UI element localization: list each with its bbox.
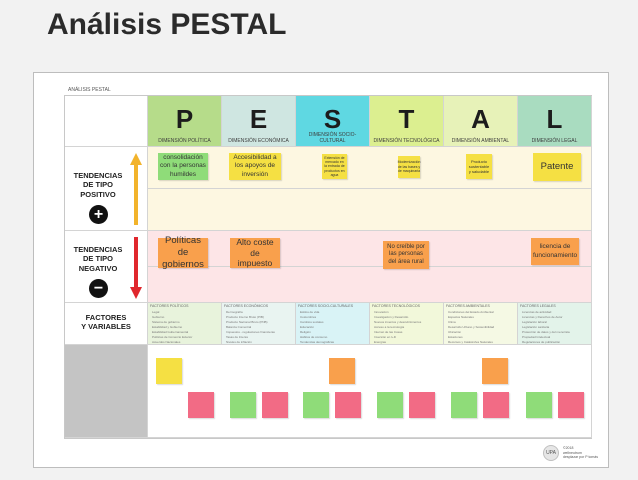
column-header-p: P DIMENSIÓN POLÍTICA (148, 96, 222, 147)
corner-cell (65, 96, 148, 147)
palette-green-note[interactable] (303, 392, 329, 418)
palette-pink-note[interactable] (335, 392, 361, 418)
factors-title: FACTORES SOCIO-CULTURALES (298, 304, 354, 308)
column-header-e: E DIMENSIÓN ECONÓMICA (222, 96, 296, 147)
sticky-note-positive[interactable]: Producto sustentable y saludable (466, 154, 492, 179)
sticky-note-negative[interactable]: Alto coste de impuesto (230, 237, 280, 268)
positive-row-label-cell: TENDENCIAS DE TIPO POSITIVO + (65, 147, 148, 231)
palette-pink-note[interactable] (409, 392, 435, 418)
factors-cell-economicos: FACTORES ECONÓMICOS Dermografía Producto… (222, 303, 296, 345)
dimension-label: DIMENSIÓN TECNOLÓGICA (373, 138, 440, 144)
column-header-t: T DIMENSIÓN TECNOLÓGICA (370, 96, 444, 147)
positive-band (148, 189, 592, 231)
dimension-label: DIMENSIÓN POLÍTICA (158, 138, 211, 144)
letter-l: L (546, 104, 563, 134)
palette-pink-note[interactable] (483, 392, 509, 418)
palette-orange-note[interactable] (482, 358, 508, 384)
letter-p: P (175, 104, 194, 134)
factors-list: Legal Gobierno Sistema de gobierno Estab… (152, 310, 193, 344)
column-header-l: L DIMENSIÓN LEGAL (518, 96, 592, 147)
factors-list: Dermografía Producto Interno Bruto (PIB)… (226, 310, 275, 344)
page-title: Análisis PESTAL (47, 8, 287, 41)
dimension-label: DIMENSIÓN AMBIENTAL (451, 138, 510, 144)
column-header-s: S DIMENSIÓN SOCIO-CULTURAL (296, 96, 370, 147)
negative-row-label-cell: TENDENCIAS DE TIPO NEGATIVO − (65, 231, 148, 303)
factors-cell-politicos: FACTORES POLÍTICOS Legal Gobierno Sistem… (148, 303, 222, 345)
sticky-note-positive[interactable]: Extensión de mercado en la entrada de pr… (322, 154, 347, 179)
letter-s: S (323, 104, 342, 134)
factors-title: FACTORES ECONÓMICOS (224, 304, 269, 308)
factors-list: Innovación Investigación y Desarrollo Nu… (374, 310, 422, 344)
dimension-label: DIMENSIÓN LEGAL (531, 138, 578, 144)
minus-icon: − (89, 279, 108, 298)
sticky-note-positive[interactable]: consolidación con la personas humildes (158, 153, 208, 180)
factors-title: FACTORES TECNOLÓGICOS (372, 304, 420, 308)
positive-row-label: TENDENCIAS DE TIPO POSITIVO (73, 171, 123, 199)
negative-band (148, 231, 592, 267)
plus-icon: + (89, 205, 108, 224)
brand-text: ©2018 wellneutrum desplazar por P tomás (563, 446, 598, 460)
factors-cell-legales: FACTORES LEGALES Licencias de actividad … (518, 303, 592, 345)
dimension-label: DIMENSIÓN ECONÓMICA (228, 138, 289, 144)
factors-cell-ambientales: FACTORES AMBIENTALES Condiciones del Est… (444, 303, 518, 345)
factors-title: FACTORES POLÍTICOS (150, 304, 189, 308)
factors-cell-tecnologicos: FACTORES TECNOLÓGICOS Innovación Investi… (370, 303, 444, 345)
factors-list: Estilos de vida Costumbres Cambios socia… (300, 310, 335, 344)
palette-green-note[interactable] (377, 392, 403, 418)
letter-a: A (471, 104, 490, 134)
sticky-note-negative[interactable]: Políticas de gobiernos (158, 235, 208, 270)
sticky-note-negative[interactable]: licencia de funcionamiento (531, 238, 579, 265)
arrow-up-icon (130, 153, 142, 225)
pestal-grid: P DIMENSIÓN POLÍTICA E DIMENSIÓN ECONÓMI… (64, 95, 592, 439)
factors-title: FACTORES AMBIENTALES (446, 304, 490, 308)
factors-list: Condiciones del Estado Ambiental Espacio… (448, 310, 495, 344)
dimension-label: DIMENSIÓN SOCIO-CULTURAL (308, 132, 357, 144)
brand-footer: UPA ©2018 wellneutrum desplazar por P to… (543, 445, 598, 461)
positive-band (148, 147, 592, 189)
column-header-a: A DIMENSIÓN AMBIENTAL (444, 96, 518, 147)
arrow-down-icon (130, 237, 142, 299)
letter-t: T (398, 104, 415, 134)
negative-band (148, 267, 592, 303)
sticky-palette-area (148, 345, 592, 438)
sticky-note-positive[interactable]: Patente (533, 153, 581, 181)
palette-yellow-note[interactable] (156, 358, 182, 384)
palette-green-note[interactable] (451, 392, 477, 418)
sticky-note-negative[interactable]: No creíble por las personas del área rur… (383, 241, 429, 269)
factors-cell-socioculturales: FACTORES SOCIO-CULTURALES Estilos de vid… (296, 303, 370, 345)
factors-row-label-cell: FACTORES y VARIABLES (65, 303, 148, 345)
gray-block (65, 345, 148, 438)
negative-row-label: TENDENCIAS DE TIPO NEGATIVO (73, 245, 123, 273)
sticky-note-positive[interactable]: Accesibilidad a los apoyos de inversión (229, 153, 281, 180)
palette-pink-note[interactable] (262, 392, 288, 418)
factors-list: Licencias de actividad Licencias y Derec… (522, 310, 570, 344)
pestal-board[interactable]: ANÁLISIS PESTAL P DIMENSIÓN POLÍTICA E D… (33, 72, 609, 468)
factors-title: FACTORES LEGALES (520, 304, 556, 308)
palette-orange-note[interactable] (329, 358, 355, 384)
letter-e: E (249, 104, 268, 134)
palette-green-note[interactable] (230, 392, 256, 418)
factors-row-label: FACTORES y VARIABLES (81, 313, 131, 332)
palette-pink-note[interactable] (188, 392, 214, 418)
palette-pink-note[interactable] (558, 392, 584, 418)
brand-logo-icon: UPA (543, 445, 560, 461)
board-label: ANÁLISIS PESTAL (68, 87, 111, 93)
sticky-note-positive[interactable]: Modernización de las bases y de maquinar… (398, 156, 420, 178)
palette-green-note[interactable] (526, 392, 552, 418)
